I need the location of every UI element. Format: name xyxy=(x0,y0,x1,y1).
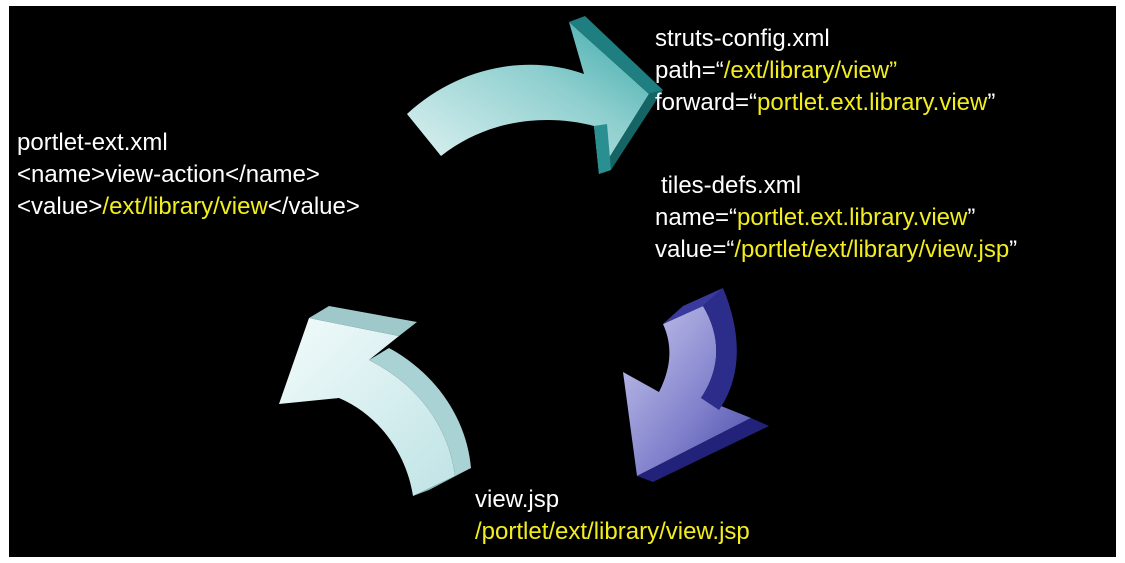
tiles-defs-value-value: /portlet/ext/library/view.jsp xyxy=(734,236,1010,263)
portlet-ext-value-close: </value> xyxy=(267,193,360,220)
portlet-ext-value-line: <value>/ext/library/view</value> xyxy=(17,191,360,223)
struts-config-block: struts-config.xml path=“/ext/library/vie… xyxy=(655,23,995,119)
arrow-tiles-to-view xyxy=(623,288,769,482)
arrow-portlet-to-struts xyxy=(407,16,663,174)
view-jsp-path: /portlet/ext/library/view.jsp xyxy=(475,518,750,545)
tiles-defs-value-suffix: ” xyxy=(1009,236,1018,263)
struts-config-path-value: /ext/library/view xyxy=(723,57,890,84)
tiles-defs-name-line: name=“portlet.ext.library.view” xyxy=(655,202,1017,234)
view-jsp-title: view.jsp xyxy=(475,486,560,513)
struts-config-forward-line: forward=“portlet.ext.library.view” xyxy=(655,87,995,119)
portlet-ext-name-line: <name>view-action</name> xyxy=(17,161,320,188)
tiles-defs-block: tiles-defs.xml name=“portlet.ext.library… xyxy=(655,170,1017,266)
arrows-layer xyxy=(279,16,769,496)
struts-config-forward-prefix: forward=“ xyxy=(655,89,758,116)
tiles-defs-name-prefix: name=“ xyxy=(655,204,738,231)
diagram-canvas: portlet-ext.xml <name>view-action</name>… xyxy=(9,6,1116,557)
tiles-defs-title: tiles-defs.xml xyxy=(661,172,802,199)
view-jsp-block: view.jsp /portlet/ext/library/view.jsp xyxy=(475,484,750,548)
struts-config-forward-suffix: ” xyxy=(987,89,996,116)
portlet-ext-value-open: <value> xyxy=(17,193,103,220)
portlet-ext-title: portlet-ext.xml xyxy=(17,129,168,156)
tiles-defs-name-value: portlet.ext.library.view xyxy=(737,204,968,231)
struts-config-path-suffix: ” xyxy=(889,57,898,84)
tiles-defs-value-line: value=“/portlet/ext/library/view.jsp” xyxy=(655,234,1017,266)
struts-config-path-prefix: path=“ xyxy=(655,57,724,84)
struts-config-path-line: path=“/ext/library/view” xyxy=(655,55,995,87)
tiles-defs-name-suffix: ” xyxy=(967,204,976,231)
struts-config-title: struts-config.xml xyxy=(655,25,830,52)
arrow-view-to-portlet xyxy=(279,306,471,496)
tiles-defs-value-prefix: value=“ xyxy=(655,236,735,263)
portlet-ext-value-path: /ext/library/view xyxy=(102,193,268,220)
portlet-ext-block: portlet-ext.xml <name>view-action</name>… xyxy=(17,127,360,223)
struts-config-forward-value: portlet.ext.library.view xyxy=(757,89,988,116)
